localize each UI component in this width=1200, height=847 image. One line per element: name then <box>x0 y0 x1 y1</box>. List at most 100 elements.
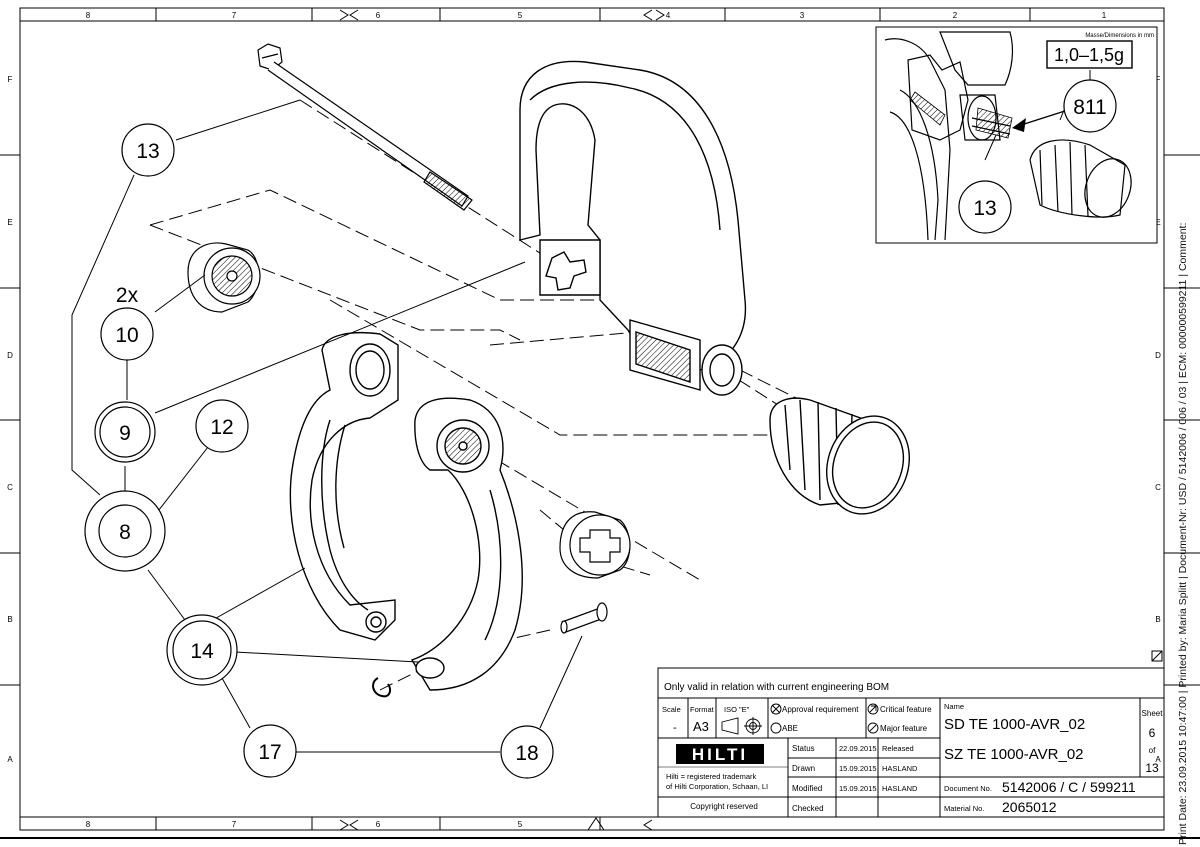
of-value: 13 <box>1145 761 1159 775</box>
pin-part <box>560 602 608 634</box>
circlip-part <box>372 677 391 698</box>
zone-label-top-4: 4 <box>666 11 671 20</box>
zone-label-top-1: 1 <box>1102 11 1107 20</box>
callout-17-label: 17 <box>258 741 281 764</box>
zone-label-row-a-right: A <box>1155 755 1161 764</box>
approval-label: Approval requirement <box>782 705 859 714</box>
zone-label-row-a: A <box>7 755 13 764</box>
clamp-frame-part <box>519 60 747 396</box>
corner-marker <box>1151 650 1163 662</box>
knob-part <box>769 397 910 515</box>
left-jaw-part <box>289 331 399 641</box>
drawing-name-line-1: SD TE 1000-AVR_02 <box>944 716 1085 733</box>
modified-label: Modified <box>792 784 822 793</box>
zone-label-top-7: 7 <box>232 11 237 20</box>
detail-units-note: Masse/Dimensions in mm <box>1085 33 1154 39</box>
modified-value: HASLAND <box>882 784 918 793</box>
material-number-value: 2065012 <box>1002 799 1057 815</box>
sheet-value: 6 <box>1149 726 1156 740</box>
zone-label-row-d-right: D <box>1155 351 1161 360</box>
zone-label-top-8: 8 <box>86 11 91 20</box>
zone-label-row-f: F <box>8 75 13 84</box>
zone-label-top-2: 2 <box>953 11 958 20</box>
detail-weight-box <box>1046 40 1133 69</box>
abe-label: ABE <box>782 724 798 733</box>
major-feature-label: Major feature <box>880 724 928 733</box>
detail-weight-label: 1,0–1,5g <box>1054 45 1124 65</box>
toothed-washer-part <box>187 242 261 313</box>
critical-feature-icon <box>867 703 879 715</box>
critical-feature-label: Critical feature <box>880 705 932 714</box>
drawing-name-line-2: SZ TE 1000-AVR_02 <box>944 746 1084 763</box>
right-jaw-part <box>410 397 523 691</box>
scale-label: Scale <box>662 705 681 714</box>
title-block: Only valid in relation with current engi… <box>657 667 1165 818</box>
projection-symbol-icon <box>721 717 762 735</box>
callout-10-quantity: 2x <box>116 284 139 307</box>
zone-label-row-f-right: F <box>1156 75 1161 84</box>
callout-13-label: 13 <box>136 140 159 163</box>
sheet-label: Sheet <box>1142 709 1164 718</box>
callout-13-circle <box>121 123 175 177</box>
major-feature-icon <box>867 722 879 734</box>
zone-label-row-c: C <box>7 483 13 492</box>
callout-14-inner-circle <box>172 620 232 680</box>
status-date: 22.09.2015 <box>839 744 877 753</box>
zone-label-bottom-6: 6 <box>376 820 381 829</box>
drawn-date: 15.09.2015 <box>839 764 877 773</box>
callout-12-circle <box>195 399 249 453</box>
zone-label-bottom-8: 8 <box>86 820 91 829</box>
drawn-label: Drawn <box>792 764 815 773</box>
zone-label-row-e-right: E <box>1155 218 1160 227</box>
modified-date: 15.09.2015 <box>839 784 877 793</box>
copyright-note: Copyright reserved <box>690 802 758 811</box>
cross-washer-part <box>559 511 631 579</box>
bolt-part <box>257 43 473 211</box>
scale-value: - <box>673 722 677 734</box>
zone-label-top-5: 5 <box>518 11 523 20</box>
callout-9-inner-circle <box>99 406 151 458</box>
trademark-line-2: of Hilti Corporation, Schaan, LI <box>666 782 768 791</box>
approval-requirement-icon <box>770 703 782 715</box>
callout-8-inner-circle <box>98 504 152 558</box>
callout-18-circle <box>500 725 554 779</box>
format-value: A3 <box>693 719 709 734</box>
drawn-value: HASLAND <box>882 764 918 773</box>
zone-label-bottom-7: 7 <box>232 820 237 829</box>
print-info-note: Print Date: 23.09.2015 10:47:00 | Printe… <box>1177 222 1189 845</box>
hilti-logo: HILTI <box>676 744 764 764</box>
zone-label-bottom-5: 5 <box>518 820 523 829</box>
detail-view: Masse/Dimensions in mm 1,0–1,5g 811 13 <box>875 26 1158 244</box>
callout-17-circle <box>243 724 297 778</box>
trademark-line-1: Hilti = registered trademark <box>666 772 756 781</box>
name-label: Name <box>944 702 964 711</box>
zone-label-top-6: 6 <box>376 11 381 20</box>
hilti-logo-text: HILTI <box>692 745 748 764</box>
format-label: Format <box>690 705 715 714</box>
callout-9-label: 9 <box>119 422 131 445</box>
leader-lines <box>71 99 583 753</box>
callout-10-label: 10 <box>115 324 138 347</box>
zone-label-row-c-right: C <box>1155 483 1161 492</box>
zone-label-row-e: E <box>7 218 12 227</box>
checked-label: Checked <box>792 804 824 813</box>
callout-18-label: 18 <box>515 742 538 765</box>
status-label: Status <box>792 744 815 753</box>
zone-label-row-b: B <box>7 615 12 624</box>
material-number-label: Material No. <box>944 804 984 813</box>
callout-10-circle <box>100 307 154 361</box>
of-label: of <box>1149 746 1156 755</box>
callout-811-circle <box>1063 79 1117 133</box>
zone-label-row-d: D <box>7 351 13 360</box>
document-number-value: 5142006 / C / 599211 <box>1002 779 1136 795</box>
zone-label-top-3: 3 <box>800 11 805 20</box>
zone-label-row-b-right: B <box>1155 615 1160 624</box>
validity-note: Only valid in relation with current engi… <box>664 682 889 693</box>
callout-811-label: 811 <box>1073 96 1106 119</box>
callout-12-label: 12 <box>210 416 233 439</box>
document-number-label: Document No. <box>944 784 992 793</box>
callout-8-label: 8 <box>119 521 131 544</box>
iso-label: ISO "E" <box>724 705 750 714</box>
abe-icon <box>770 722 782 734</box>
